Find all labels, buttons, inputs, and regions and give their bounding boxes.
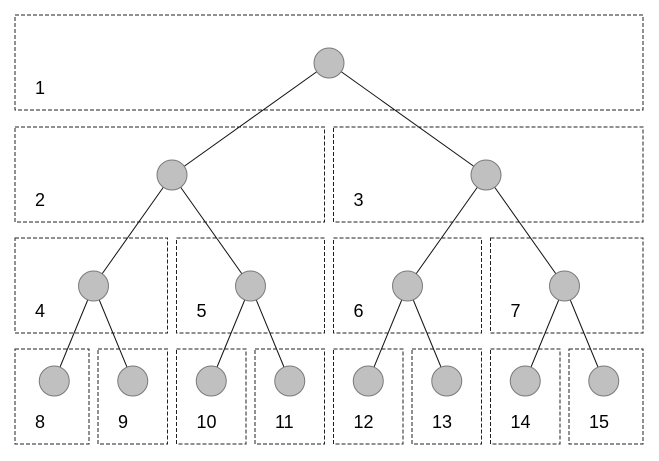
tree-edge-1-2: [171, 62, 330, 176]
region-box-14: [490, 348, 561, 445]
tree-node-4: [78, 270, 109, 302]
tree-nodes: [38, 47, 620, 397]
tree-edge-5-11: [250, 285, 291, 382]
region-label-1: 1: [35, 78, 45, 98]
region-label-5: 5: [197, 301, 207, 321]
tree-node-15: [588, 365, 620, 397]
region-label-6: 6: [354, 301, 364, 321]
tree-edge-7-14: [524, 285, 565, 382]
region-box-1: [14, 14, 644, 111]
region-boxes: [14, 14, 644, 445]
tree-edge-2-5: [171, 174, 251, 287]
tree-edge-6-13: [407, 285, 448, 382]
region-box-7: [490, 237, 644, 334]
region-label-15: 15: [589, 412, 609, 432]
tree-edge-4-8: [53, 285, 94, 382]
region-label-13: 13: [432, 412, 452, 432]
tree-edge-7-15: [564, 285, 605, 382]
region-box-15: [568, 348, 644, 445]
tree-node-8: [38, 365, 70, 397]
tree-node-3: [470, 159, 502, 191]
region-label-2: 2: [35, 190, 45, 210]
tree-node-14: [509, 365, 541, 397]
region-box-3: [333, 126, 644, 223]
region-box-12: [333, 348, 404, 445]
tree-node-11: [274, 365, 306, 397]
tree-node-5: [235, 270, 266, 302]
region-box-8: [14, 348, 90, 445]
region-label-12: 12: [354, 412, 374, 432]
tree-edge-3-7: [485, 174, 565, 287]
region-box-10: [176, 348, 247, 445]
region-box-6: [333, 237, 482, 334]
region-label-10: 10: [197, 412, 217, 432]
region-label-4: 4: [35, 301, 45, 321]
tree-edges: [53, 62, 605, 382]
tree-edge-6-12: [367, 285, 408, 382]
region-label-9: 9: [118, 412, 128, 432]
tree-node-12: [352, 365, 384, 397]
region-box-11: [254, 348, 325, 445]
tree-edge-4-9: [93, 285, 134, 382]
region-box-9: [97, 348, 168, 445]
tree-edge-2-4: [93, 174, 173, 287]
tree-node-6: [392, 270, 423, 302]
tree-edge-1-3: [328, 62, 487, 176]
region-label-14: 14: [511, 412, 531, 432]
tree-node-7: [549, 270, 580, 302]
tree-node-2: [156, 159, 188, 191]
region-label-8: 8: [35, 412, 45, 432]
tree-node-13: [431, 365, 463, 397]
tree-node-1: [313, 47, 345, 79]
tree-edge-3-6: [407, 174, 487, 287]
tree-edge-5-10: [210, 285, 251, 382]
tree-node-10: [195, 365, 227, 397]
region-box-4: [14, 237, 168, 334]
region-label-3: 3: [354, 190, 364, 210]
tree-node-9: [117, 365, 149, 397]
region-label-7: 7: [511, 301, 521, 321]
region-label-11: 11: [275, 412, 294, 432]
region-box-13: [411, 348, 482, 445]
region-box-2: [14, 126, 325, 223]
region-box-5: [176, 237, 325, 334]
